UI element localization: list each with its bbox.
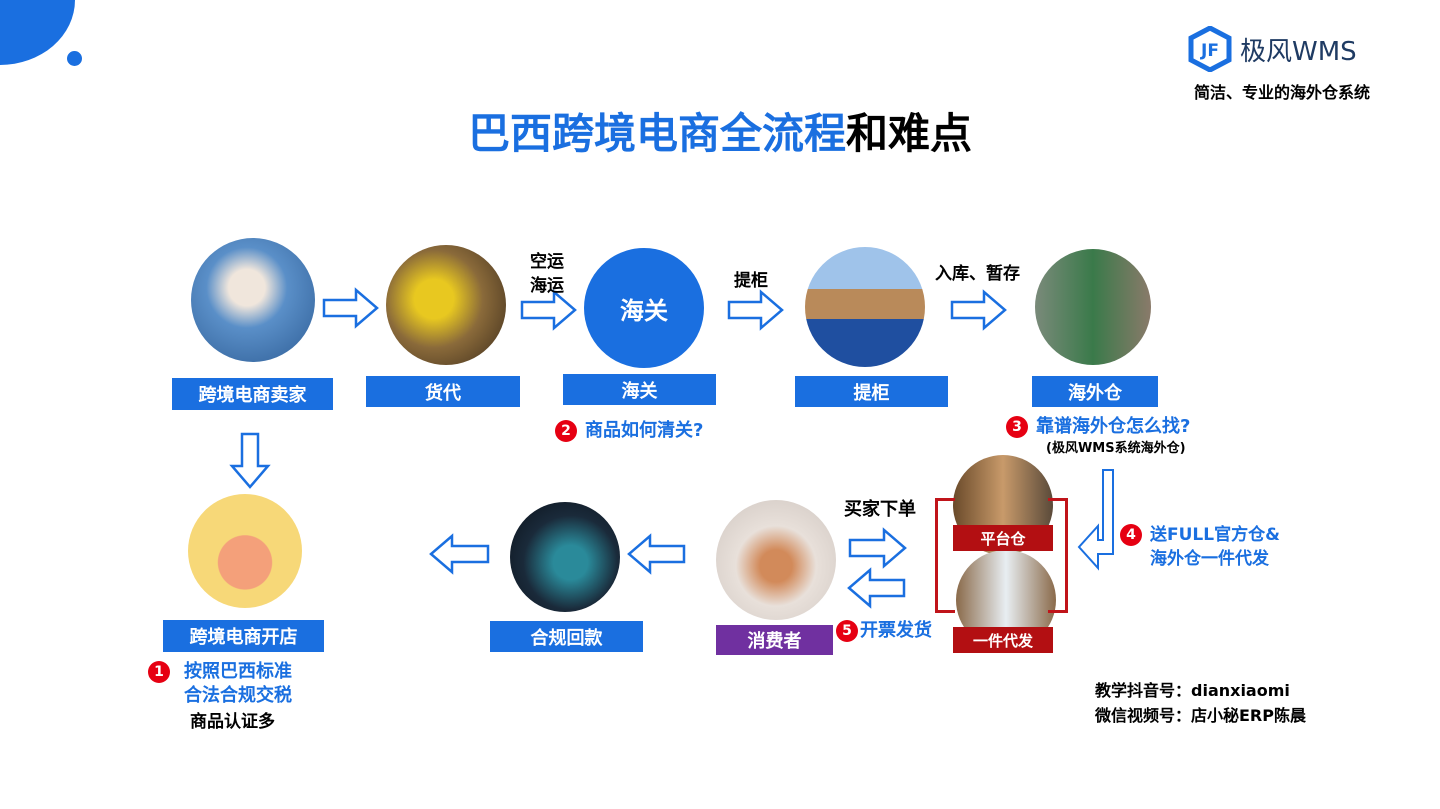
bracket-bottom (935, 610, 955, 613)
label-container: 提柜 (795, 376, 948, 407)
page-title: 巴西跨境电商全流程和难点 (467, 109, 973, 158)
arrow-right-icon (950, 289, 1007, 331)
container-photo (805, 247, 925, 367)
arrow-label-pickup: 提柜 (734, 271, 768, 291)
label-warehouse: 海外仓 (1032, 376, 1158, 407)
arrow-right-icon (727, 289, 784, 331)
bracket-top (935, 498, 955, 501)
label-consumer: 消费者 (716, 625, 833, 655)
logo-text: 极风WMS (1240, 36, 1357, 67)
warehouse-photo (1035, 249, 1151, 365)
label-seller: 跨境电商卖家 (172, 378, 333, 410)
arrow-label-order: 买家下单 (844, 499, 916, 520)
arrow-down-icon (229, 432, 271, 489)
bracket-bottom (1048, 610, 1068, 613)
arrow-left-icon (627, 533, 686, 575)
payment-photo (510, 502, 620, 612)
label-customs: 海关 (563, 374, 716, 405)
arrow-left-icon (429, 533, 490, 575)
arrow-right-icon (848, 527, 907, 569)
brand-logo: JF 极风WMS (1188, 26, 1398, 72)
slogan: 简洁、专业的海外仓系统 (1194, 83, 1371, 102)
arrow-label-sea: 海运 (530, 276, 564, 296)
label-forwarder: 货代 (366, 376, 520, 407)
arrow-left-icon (847, 567, 906, 609)
bracket-top (1048, 498, 1068, 501)
label-shop: 跨境电商开店 (163, 620, 324, 652)
seller-photo (191, 238, 315, 362)
note-1-line2: 合法合规交税 (184, 685, 292, 706)
shop-illustration (188, 494, 302, 608)
label-platform: 平台仓 (953, 525, 1053, 551)
contact-wechat: 微信视频号：店小秘ERP陈晨 (1095, 706, 1306, 725)
contact-douyin: 教学抖音号：dianxiaomi (1095, 681, 1290, 700)
note-4-line2: 海外仓一件代发 (1150, 549, 1269, 569)
logo-icon: JF (1188, 26, 1232, 72)
svg-text:JF: JF (1200, 41, 1219, 61)
arrow-l-shaped-icon (1077, 469, 1114, 571)
bracket (935, 498, 1068, 612)
forwarder-photo (386, 245, 506, 365)
customs-circle: 海关 (584, 248, 704, 368)
decor-dot (67, 51, 82, 66)
decor-circle (0, 0, 75, 65)
note-1-extra: 商品认证多 (190, 712, 275, 732)
note-3-sub: (极风WMS系统海外仓) (1046, 441, 1186, 456)
arrow-label-storage: 入库、暂存 (935, 264, 1020, 284)
arrow-label-air: 空运 (530, 252, 564, 272)
label-payment: 合规回款 (490, 621, 643, 652)
consumer-illustration (716, 500, 836, 620)
label-dropship: 一件代发 (953, 627, 1053, 653)
arrow-right-icon (520, 289, 577, 331)
arrow-right-icon (322, 287, 379, 329)
